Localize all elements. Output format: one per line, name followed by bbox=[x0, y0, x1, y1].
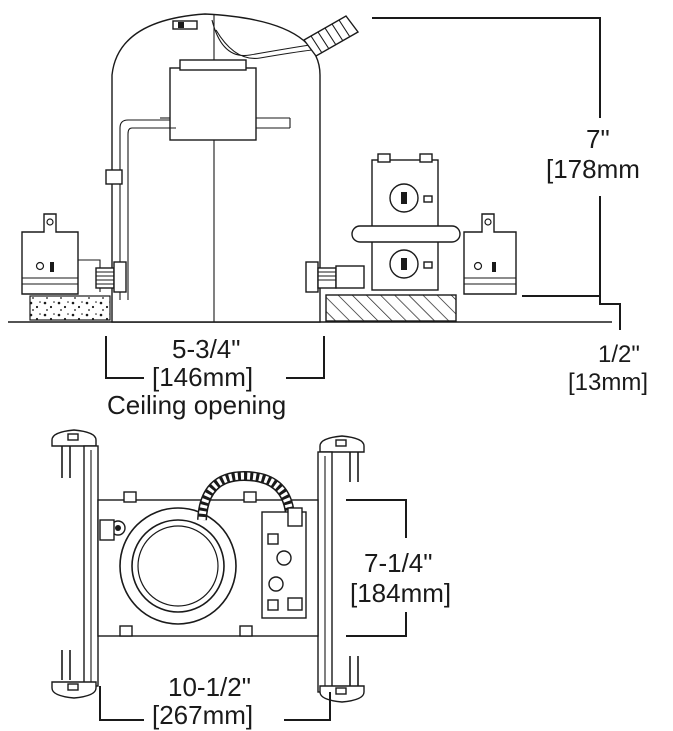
left-ceiling-section bbox=[29, 295, 111, 321]
ceiling-opening-caption: Ceiling opening bbox=[107, 390, 286, 420]
length-dimension bbox=[99, 686, 331, 721]
depth-label-mm: [184mm] bbox=[350, 578, 451, 608]
lamp-aperture bbox=[119, 507, 237, 625]
ceiling-opening-label-mm: [146mm] bbox=[152, 362, 253, 392]
right-ceiling-section bbox=[325, 294, 457, 322]
socket-bracket bbox=[160, 59, 291, 141]
height-label-in: 7" bbox=[586, 124, 610, 154]
ceiling-thickness-dimension bbox=[599, 296, 621, 330]
depth-dimension bbox=[346, 499, 407, 637]
left-hanger-rail bbox=[51, 429, 99, 699]
ceiling-opening-label-in: 5-3/4" bbox=[172, 334, 241, 364]
left-support-bracket bbox=[119, 119, 176, 300]
depth-label-in: 7-1/4" bbox=[364, 548, 433, 578]
right-mounting-screw bbox=[305, 261, 365, 293]
side-view: 7" [178mm 1/2" [13mm] 5-3/4" [146mm] Cei… bbox=[8, 13, 648, 420]
height-label-mm: [178mm bbox=[546, 154, 640, 184]
right-hanger-rail bbox=[317, 435, 365, 703]
top-view: 7-1/4" [184mm] 10-1/2" [267mm] bbox=[51, 429, 451, 730]
left-hanger-bracket bbox=[21, 213, 101, 295]
right-hanger-bracket bbox=[463, 213, 517, 295]
length-label-mm: [267mm] bbox=[152, 700, 253, 730]
junction-box bbox=[351, 153, 461, 291]
left-mounting-screw bbox=[95, 261, 127, 293]
ceiling-thickness-label-in: 1/2" bbox=[598, 341, 640, 368]
ceiling-thickness-label-mm: [13mm] bbox=[568, 369, 648, 396]
flex-conduit bbox=[197, 470, 295, 521]
length-label-in: 10-1/2" bbox=[168, 672, 251, 702]
height-dimension bbox=[372, 17, 601, 297]
top-junction-box bbox=[261, 507, 307, 619]
ceiling-opening-dimension bbox=[105, 336, 325, 379]
conduit-coil bbox=[302, 15, 360, 57]
wire-bundle bbox=[211, 19, 313, 59]
housing-dome bbox=[111, 13, 321, 323]
